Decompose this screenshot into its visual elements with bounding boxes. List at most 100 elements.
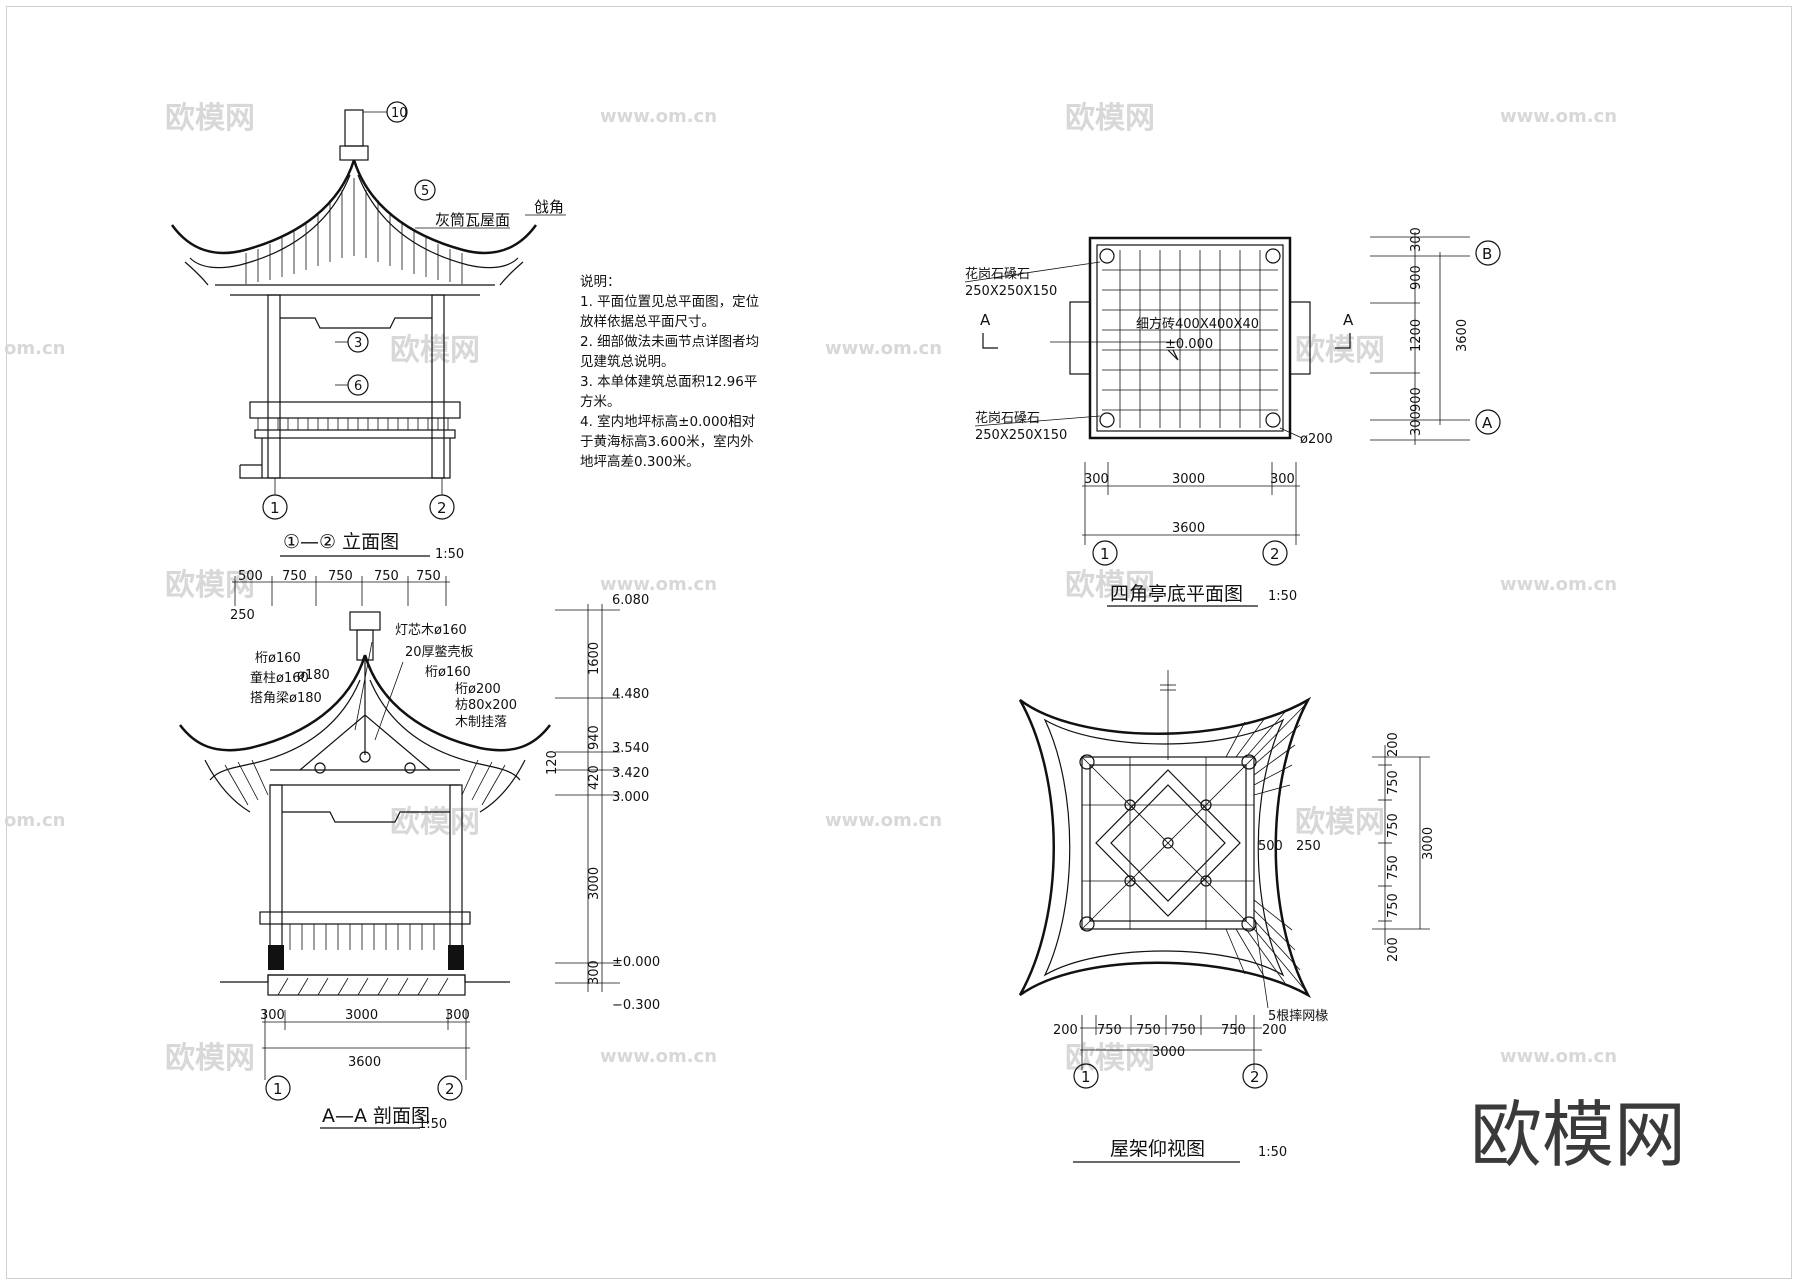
plan-dim-right: 900 (1409, 387, 1424, 412)
section-dim-top: 750 (416, 569, 441, 584)
plan-axis-1: 1 (1100, 545, 1110, 563)
level-3420: 3.420 (612, 766, 649, 781)
label-core-wood: 灯芯木ø160 (395, 623, 467, 638)
section-dim-top: 750 (282, 569, 307, 584)
label-purlin-200: 桁ø200 (455, 682, 501, 697)
section-scale: 1:50 (418, 1117, 447, 1132)
plan-dim-right: 900 (1409, 265, 1424, 290)
plan-dim-right: 300 (1409, 227, 1424, 252)
brand-logo-large: 欧模网 (1470, 1093, 1686, 1177)
section-axis-2: 2 (445, 1080, 455, 1098)
plan-drawing: 花岗石磉石 250X250X150 花岗石磉石 250X250X150 细方砖4… (964, 227, 1501, 607)
notes-item-1: 1. 平面位置见总平面图，定位放样依据总平面尺寸。 (580, 294, 760, 330)
callout-5: 5 (421, 184, 429, 199)
watermark-brand: 欧模网 (1295, 805, 1385, 840)
roof-diamond (1095, 769, 1241, 917)
purlin-beam (270, 769, 460, 786)
label-dia-180: ø180 (297, 668, 330, 683)
section-mark-right: A (1343, 311, 1354, 329)
plan-axis-B: B (1482, 245, 1492, 263)
label-short-column: 童柱ø160 (250, 670, 309, 686)
section-drawing: 500 750 750 750 750 250 (179, 569, 660, 1132)
section-axis-1: 1 (273, 1080, 283, 1098)
roof-dim-bottom: 750 (1221, 1023, 1246, 1038)
plan-dim-right: 1200 (1409, 319, 1424, 352)
roof-title: 屋架仰视图 (1110, 1138, 1205, 1160)
section-dim-bottom: 300 (445, 1008, 470, 1023)
section-dim-extra: 250 (230, 608, 255, 623)
roof-dim-right: 200 (1386, 732, 1401, 757)
plan-scale: 1:50 (1268, 589, 1297, 604)
watermark-brand: 欧模网 (1065, 568, 1155, 603)
watermarks: 欧模网 www.om.cn 欧模网 www.om.cn om.cn 欧模网 ww… (4, 101, 1686, 1177)
roof-dim-bottom: 750 (1171, 1023, 1196, 1038)
rafters-fan (1225, 704, 1306, 991)
label-tie-beam: 枋80x200 (455, 697, 517, 713)
watermark-url: www.om.cn (825, 338, 942, 359)
vdim-1600: 1600 (587, 642, 602, 675)
watermark-url: www.om.cn (1500, 106, 1617, 127)
watermark-url: www.om.cn (600, 1046, 717, 1067)
section-dim-bottom: 3000 (345, 1008, 378, 1023)
section-mark-left: A (980, 311, 991, 329)
section-column-left (269, 784, 283, 951)
roof-dim-right: 750 (1386, 855, 1401, 880)
roof-tiles (245, 178, 463, 284)
watermark-brand: 欧模网 (1295, 333, 1385, 368)
railing (249, 401, 461, 419)
elevation-title: ①—② 立面图 (283, 531, 399, 553)
watermark-url-cut: om.cn (4, 810, 65, 831)
section-roof-left (179, 654, 367, 752)
roof-dim-500: 500 (1258, 839, 1283, 854)
roof-dim-right: 750 (1386, 893, 1401, 918)
vdim-940: 940 (587, 725, 602, 750)
roof-dim-bottom: 200 (1053, 1023, 1078, 1038)
plan-dim-total: 3600 (1172, 521, 1205, 536)
column-left (267, 294, 281, 479)
level-minus-300: −0.300 (612, 998, 660, 1013)
notes-item-2: 2. 细部做法未画节点详图者均见建筑总说明。 (580, 334, 760, 370)
watermark-url: www.om.cn (825, 810, 942, 831)
plan-axis-2: 2 (1270, 545, 1280, 563)
stone-base-left (268, 945, 284, 970)
roof-axis-2: 2 (1250, 1068, 1260, 1086)
plan-post-dia: ø200 (1300, 432, 1333, 447)
label-shell-board: 20厚鳖壳板 (405, 645, 474, 660)
plan-dim-right: 300 (1409, 411, 1424, 436)
hanging-lattice (280, 317, 432, 329)
plan-stone-size-2: 250X250X150 (975, 428, 1067, 443)
elevation-drawing: 10 5 3 6 灰筒瓦屋面 戗角 1 2 ①—② 立面图 1:50 (170, 101, 566, 562)
vdim-120: 120 (545, 750, 560, 775)
roof-dim-250: 250 (1296, 839, 1321, 854)
design-notes: 说明： 1. 平面位置见总平面图，定位放样依据总平面尺寸。 2. 细部做法未画节… (580, 272, 760, 472)
roof-dim-bottom: 750 (1097, 1023, 1122, 1038)
vdim-300: 300 (587, 960, 602, 985)
plan-title: 四角亭底平面图 (1110, 583, 1243, 605)
axis-1: 1 (270, 499, 280, 517)
rafters-label: 5根摔网椽 (1268, 1008, 1328, 1024)
plan-dim-right-total: 3600 (1455, 319, 1470, 352)
stone-base-right (448, 945, 464, 970)
vdim-420: 420 (587, 765, 602, 790)
elevation-scale: 1:50 (435, 547, 464, 562)
floor-slab (267, 974, 466, 996)
level-0000: ±0.000 (612, 955, 660, 970)
section-dim-top: 500 (238, 569, 263, 584)
roof-left-curve (170, 159, 356, 255)
column-right (431, 294, 445, 479)
finial (344, 109, 364, 147)
roof-dim-bottom: 750 (1136, 1023, 1161, 1038)
watermark-url: www.om.cn (1500, 1046, 1617, 1067)
section-dim-top: 750 (328, 569, 353, 584)
roof-right-curve (352, 159, 538, 255)
roof-dim-right: 750 (1386, 770, 1401, 795)
level-3000: 3.000 (612, 790, 649, 805)
plan-dim-bottom: 300 (1270, 472, 1295, 487)
notes-item-3: 3. 本单体建筑总面积12.96平方米。 (580, 374, 758, 410)
roof-dim-bottom: 200 (1262, 1023, 1287, 1038)
watermark-brand: 欧模网 (165, 568, 255, 603)
plan-stone-label: 花岗石磉石 (965, 266, 1030, 282)
roof-dim-right: 200 (1386, 937, 1401, 962)
roof-axis-1: 1 (1081, 1068, 1091, 1086)
